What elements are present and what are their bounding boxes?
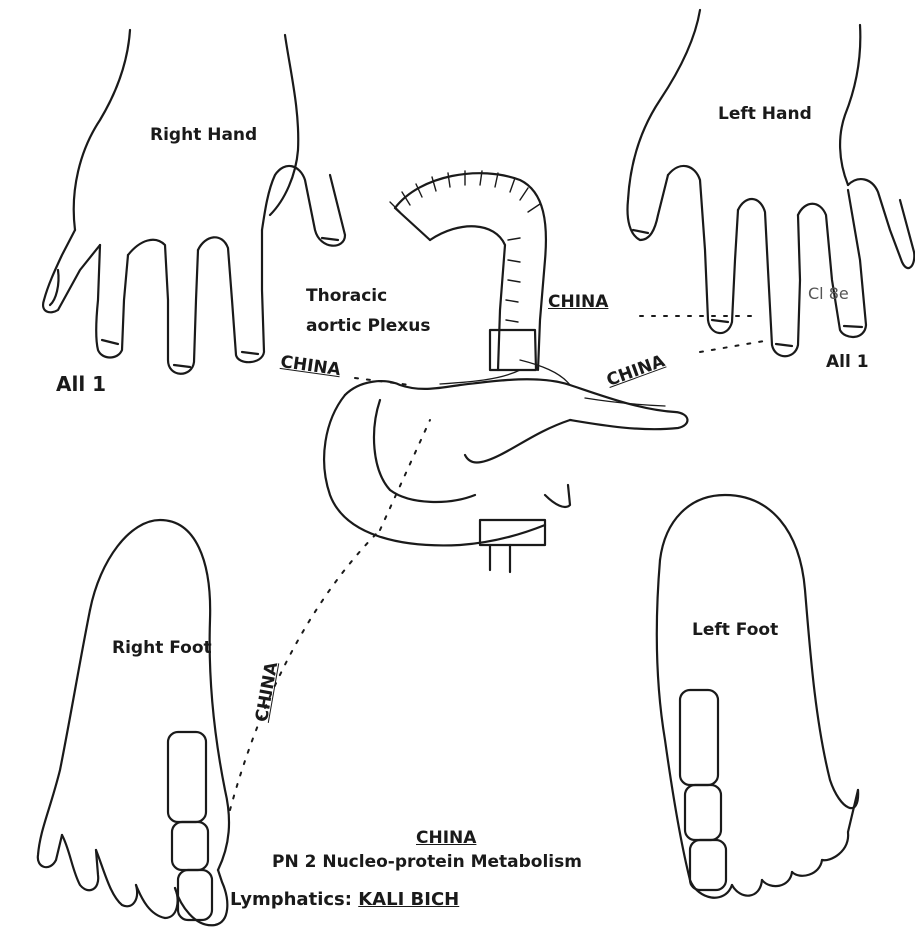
left-foot-drawing xyxy=(657,495,858,898)
connector-china-right-foot xyxy=(230,530,380,810)
lymphatics-line: Lymphatics: KALI BICH xyxy=(230,889,459,910)
right-foot-label: Right Foot xyxy=(112,638,212,658)
stomach-pancreas-drawing xyxy=(324,360,687,572)
aortic-arch-drawing xyxy=(390,171,546,370)
right-hand-label: Right Hand xyxy=(150,125,257,145)
connector-china-center xyxy=(380,420,430,530)
connector-china-left-hand-lower xyxy=(700,340,770,352)
all1-right-label: All 1 xyxy=(826,352,869,372)
right-foot-drawing xyxy=(38,520,229,925)
lymphatics-prefix: Lymphatics: xyxy=(230,889,358,910)
bottom-title: CHINA xyxy=(416,828,476,848)
cl8e-label: Cl 8e xyxy=(808,284,849,303)
thoracic-label-line1: Thoracic xyxy=(306,286,387,306)
china-label-top-right: CHINA xyxy=(548,292,608,312)
left-hand-label: Left Hand xyxy=(718,104,812,124)
thoracic-label-line2: aortic Plexus xyxy=(306,316,431,336)
all1-left-label: All 1 xyxy=(56,372,106,396)
bottom-subtitle: PN 2 Nucleo-protein Metabolism xyxy=(272,852,582,872)
left-hand-drawing xyxy=(628,10,915,356)
lymphatics-remedy: KALI BICH xyxy=(358,889,459,910)
left-foot-label: Left Foot xyxy=(692,620,778,640)
right-hand-drawing xyxy=(43,30,345,374)
